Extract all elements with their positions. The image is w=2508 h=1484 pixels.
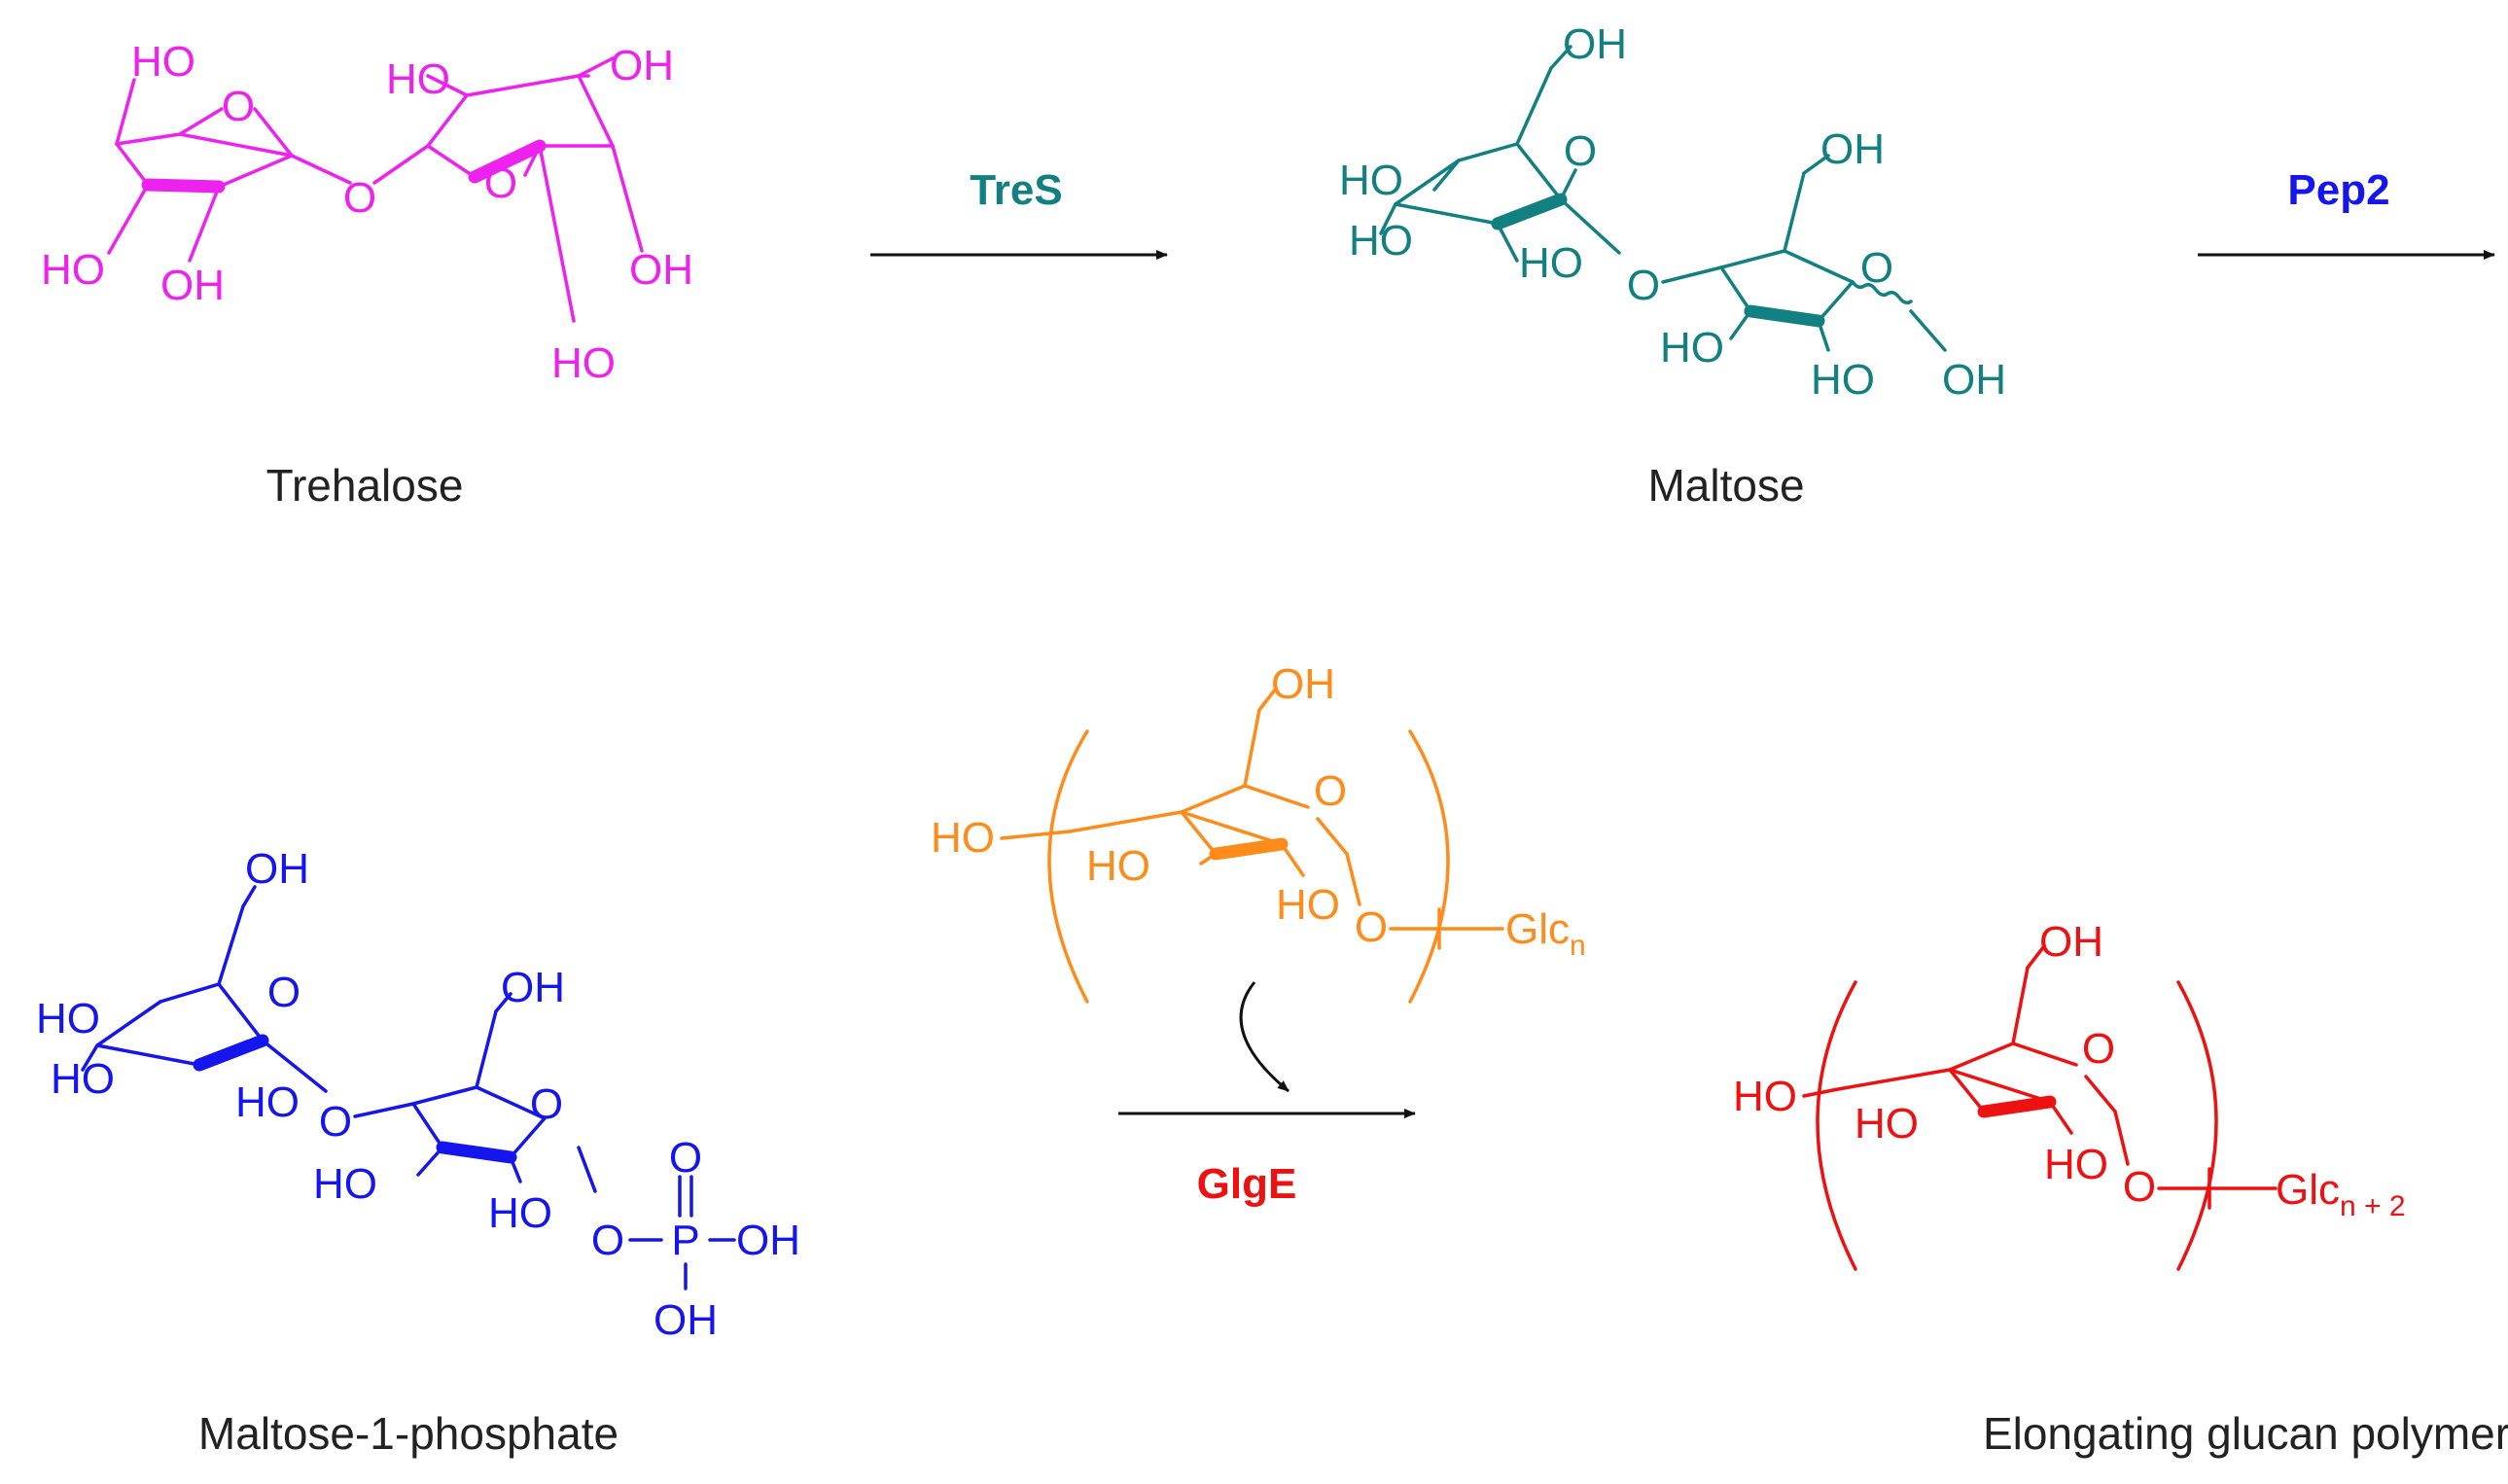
maltose-ho-4: HO [1519, 239, 1583, 287]
m1p-ring-o-1: O [267, 969, 300, 1016]
maltose-1-phosphate-label: Maltose-1-phosphate [198, 1408, 618, 1459]
glge-curved-arrow [1239, 981, 1289, 1093]
glge-sub-glc-subscript: n [1570, 930, 1586, 962]
m1p-ho-2: HO [36, 995, 100, 1042]
glge-sub-glycosidic-o: O [1355, 903, 1388, 951]
m1p-p-oh-2: OH [653, 1296, 718, 1344]
trehalose-ho-2: HO [41, 246, 105, 294]
trehalose-ring-o-left: O [222, 83, 255, 130]
glucan-glycosidic-o: O [2123, 1163, 2156, 1211]
m1p-ho-7: HO [488, 1189, 552, 1237]
maltose-label: Maltose [1647, 460, 1804, 511]
glge-sub-oh-1: OH [1271, 660, 1335, 708]
maltose-oh-1: OH [1563, 20, 1627, 68]
tres-enzyme-label: TreS [970, 166, 1062, 214]
maltose-ho-3: HO [1349, 217, 1413, 265]
maltose-oh-8: OH [1942, 356, 2006, 404]
trehalose-ho-7: HO [551, 339, 616, 387]
glge-sub-ho-3: HO [1276, 881, 1340, 929]
trehalose-ring-o-right: O [484, 159, 517, 207]
glucan-ho-1: HO [1733, 1073, 1797, 1120]
m1p-oh-1: OH [245, 845, 309, 893]
m1p-ho-6: HO [313, 1160, 377, 1208]
glucan-glc: Glcn + 2 [2276, 1166, 2406, 1222]
glge-sub-glc: Glcn [1505, 905, 1586, 962]
glge-sub-ho-1: HO [931, 814, 995, 862]
maltose-glycosidic-o: O [1627, 262, 1660, 309]
glucan-oh-1: OH [2039, 918, 2103, 966]
trehalose-oh-6: OH [629, 246, 693, 294]
m1p-ho-3: HO [51, 1055, 115, 1103]
glucan-polymer-structure: OH O HO HO HO O Glcn + 2 [1733, 918, 2406, 1271]
m1p-phosphoryl-o: O [669, 1134, 702, 1182]
pep2-enzyme-label: Pep2 [2287, 166, 2389, 214]
maltose-ho-6: HO [1660, 324, 1724, 371]
maltose-structure: OH HO HO O HO O OH O HO HO OH [1339, 20, 2006, 404]
trehalose-ho-4: HO [386, 55, 450, 103]
maltose-ho-2: HO [1339, 157, 1403, 204]
trehalose-oh-3: OH [160, 262, 225, 309]
glge-substrate-structure: OH O HO HO HO O Glcn [931, 660, 1586, 1004]
glucan-ho-2: HO [1855, 1100, 1919, 1148]
m1p-phosphorus: P [671, 1217, 699, 1264]
m1p-ho-4: HO [235, 1078, 300, 1126]
glucan-ho-3: HO [2044, 1141, 2108, 1188]
m1p-oh-5: OH [501, 964, 565, 1011]
maltose-oh-5: OH [1820, 125, 1885, 173]
trehalose-oh-5: OH [610, 42, 674, 89]
trehalose-label: Trehalose [266, 460, 464, 511]
glge-enzyme-label: GlgE [1197, 1160, 1297, 1208]
trehalose-structure: O HO HO OH O O HO OH OH HO [41, 38, 693, 387]
maltose-ring-o-1: O [1564, 127, 1597, 175]
m1p-phosphate-o: O [591, 1217, 624, 1264]
glucan-glc-subscript: n + 2 [2340, 1190, 2406, 1222]
trehalose-ho-1: HO [131, 38, 195, 86]
m1p-p-oh-1: OH [736, 1217, 800, 1264]
maltose-1-phosphate-structure: OH HO HO O HO O OH O HO HO O P O OH OH [36, 845, 800, 1344]
glge-sub-ho-2: HO [1086, 842, 1150, 890]
m1p-ring-o-2: O [530, 1080, 563, 1128]
m1p-glycosidic-o: O [319, 1098, 352, 1146]
maltose-ho-7: HO [1811, 356, 1875, 404]
glge-sub-ring-o: O [1314, 767, 1347, 815]
glucan-polymer-label: Elongating glucan polymer [1983, 1408, 2508, 1459]
trehalose-glycosidic-o: O [343, 174, 376, 222]
glucan-ring-o: O [2082, 1025, 2115, 1073]
